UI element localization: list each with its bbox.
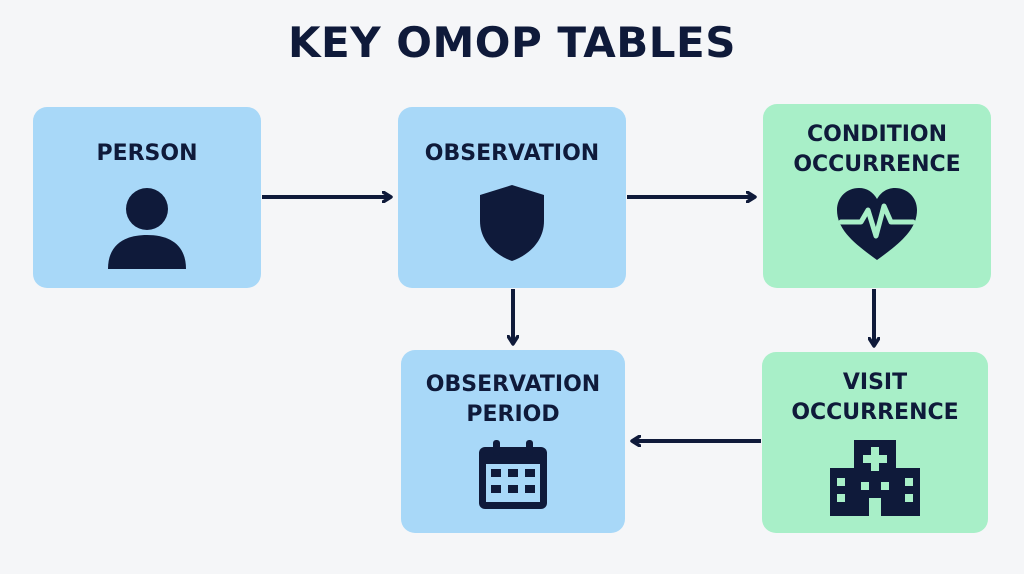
node-person: PERSON (33, 107, 261, 288)
node-visit-occurrence: VISIT OCCURRENCE (762, 352, 988, 533)
node-observation-period: OBSERVATION PERIOD (401, 350, 625, 533)
node-observation-label: OBSERVATION (424, 141, 600, 166)
calendar-icon (476, 438, 550, 516)
hospital-icon (828, 438, 922, 522)
node-person-label: PERSON (96, 141, 198, 166)
node-condition-occurrence-label: CONDITION OCCURRENCE (793, 122, 961, 177)
node-observation-period-label: OBSERVATION PERIOD (425, 372, 601, 427)
node-observation: OBSERVATION (398, 107, 626, 288)
node-condition-occurrence: CONDITION OCCURRENCE (763, 104, 991, 288)
person-icon (106, 185, 188, 275)
shield-icon (477, 183, 547, 267)
node-visit-occurrence-label: VISIT OCCURRENCE (791, 370, 959, 425)
heart-pulse-icon (835, 186, 919, 266)
diagram-title: KEY OMOP TABLES (288, 18, 736, 67)
